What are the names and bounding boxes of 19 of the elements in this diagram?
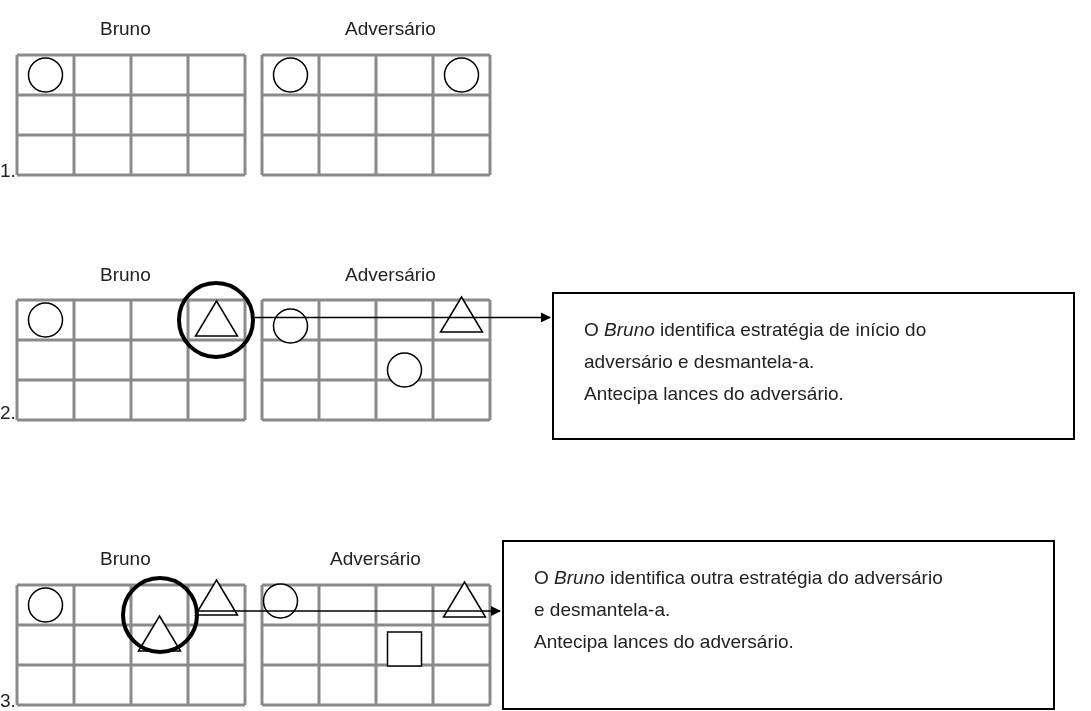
callout-box <box>552 292 1075 440</box>
arrow <box>254 312 551 323</box>
column-heading: Adversário <box>330 548 421 570</box>
callout-text: O Bruno identifica outra estratégia do adversário e desmantela-a. <box>534 566 944 622</box>
column-heading: Adversário <box>345 264 436 286</box>
column-heading: Bruno <box>100 18 151 40</box>
arrow <box>198 606 501 616</box>
callout-text: Antecipa lances do adversário. <box>584 382 845 406</box>
row-number: 2. <box>0 402 16 424</box>
callout-text: O Bruno identifica estratégia de início do adversário e desmantela-a. <box>584 318 928 374</box>
column-heading: Adversário <box>345 18 436 40</box>
row-number: 1. <box>0 160 16 182</box>
callout-text: Antecipa lances do adversário. <box>534 630 795 654</box>
column-heading: Bruno <box>100 264 151 286</box>
row-number: 3. <box>0 690 16 711</box>
highlight-circle <box>177 281 255 359</box>
callout-box <box>502 540 1055 710</box>
column-heading: Bruno <box>100 548 151 570</box>
highlight-circle <box>121 576 199 654</box>
